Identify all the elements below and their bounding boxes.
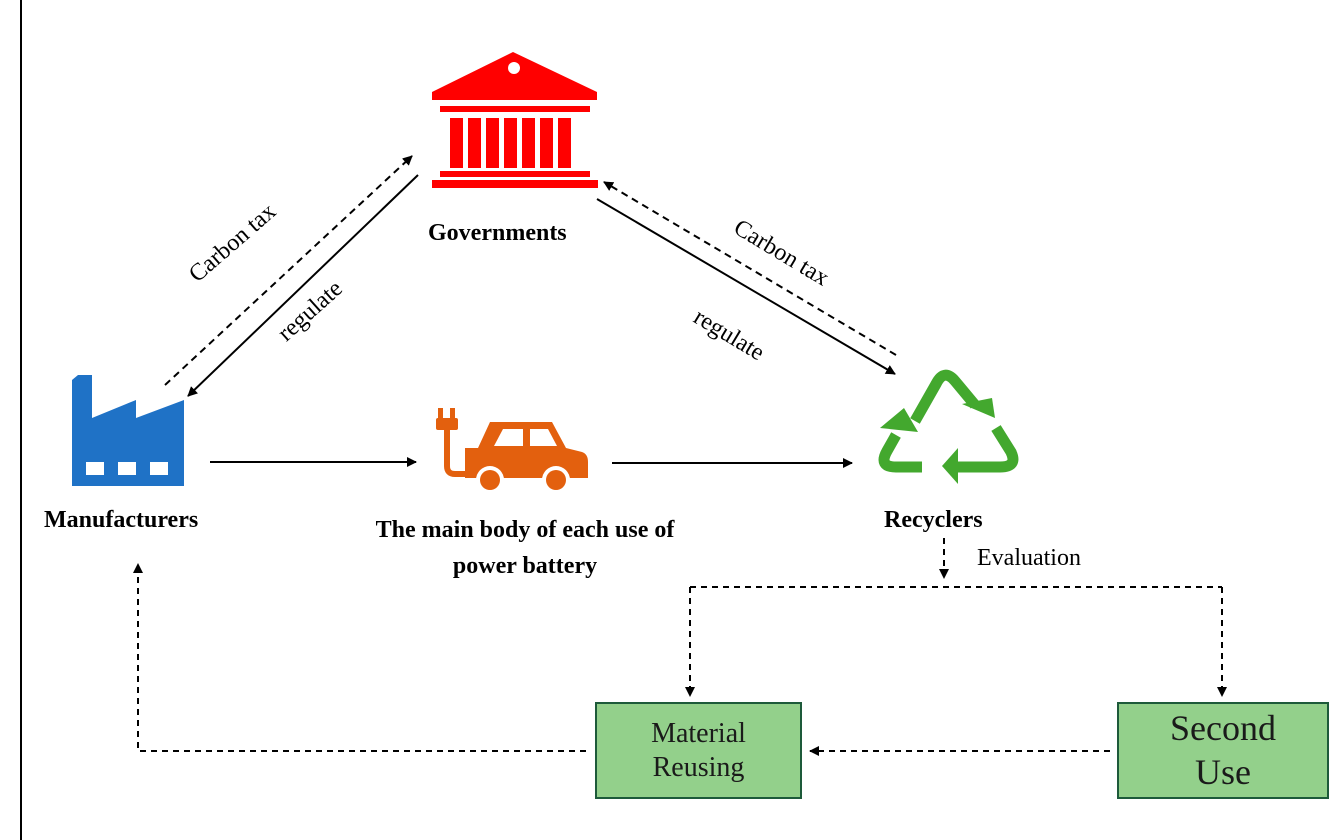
carbon-tax-left-arrow	[164, 155, 413, 386]
battery-user-label-line1: The main body of each use of	[375, 517, 675, 543]
factory-icon	[72, 375, 184, 486]
material-to-manufacturer-arrow	[133, 563, 586, 752]
regulate-right-arrow	[596, 198, 896, 375]
recyclers-label: Recyclers	[884, 507, 983, 533]
evaluation-label: Evaluation	[977, 545, 1081, 571]
material-reusing-box: Material Reusing	[595, 702, 802, 799]
second-use-box: Second Use	[1117, 702, 1329, 799]
second-use-line1: Second	[1170, 708, 1276, 749]
second-use-line2: Use	[1195, 751, 1251, 792]
material-reusing-line2: Reusing	[652, 751, 745, 783]
government-building-icon	[432, 52, 598, 188]
regulate-left-arrow	[187, 174, 419, 397]
material-reusing-line1: Material	[651, 717, 746, 749]
electric-car-icon	[436, 408, 588, 494]
recycle-icon	[878, 369, 1019, 473]
battery-user-label: The main body of each use of power batte…	[320, 512, 730, 584]
battery-user-label-line2: power battery	[452, 553, 598, 579]
governments-label: Governments	[428, 220, 567, 246]
manufacturers-label: Manufacturers	[44, 507, 199, 533]
carbon-tax-right-arrow	[603, 181, 897, 356]
